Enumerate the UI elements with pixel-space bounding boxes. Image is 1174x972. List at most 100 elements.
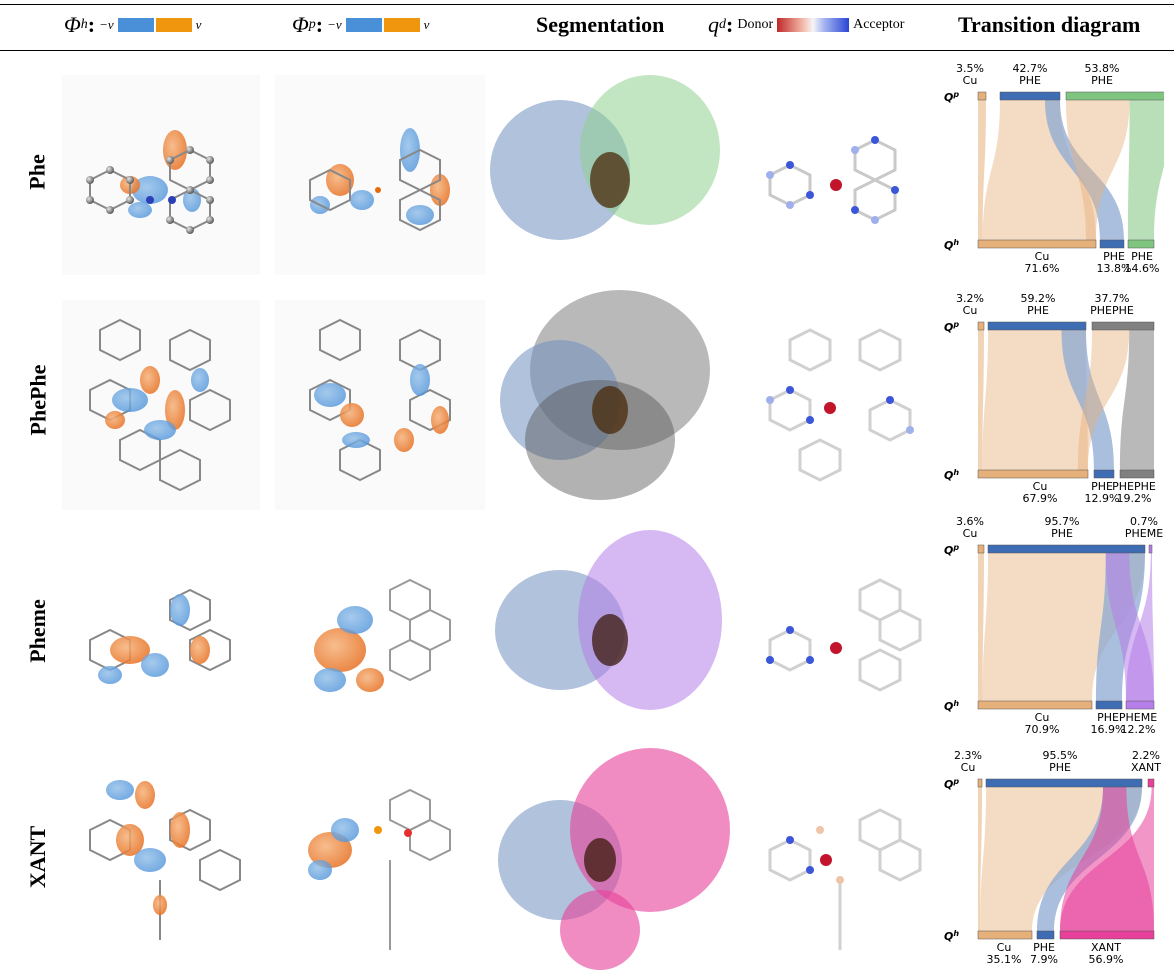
segmentation-pheme bbox=[495, 530, 722, 710]
qp-fragment-2: PHEPHE bbox=[1090, 304, 1134, 317]
qp-bar-0 bbox=[977, 321, 985, 331]
flow-cu-to-cu bbox=[978, 553, 984, 701]
charge-molecule-phephe bbox=[766, 328, 914, 482]
qp-bar-1 bbox=[987, 321, 1087, 331]
charge-molecule-xant bbox=[768, 808, 922, 950]
qd-sup: d bbox=[719, 17, 726, 32]
flow-third-to-cu bbox=[1078, 330, 1130, 470]
qp-percent-2: 0.7% bbox=[1130, 517, 1158, 528]
qp-bar-1 bbox=[999, 91, 1061, 101]
qh-bar-2 bbox=[1127, 239, 1155, 249]
qp-fragment-2: PHE bbox=[1091, 74, 1113, 87]
qh-label: Qh bbox=[944, 468, 959, 482]
qh-label: Qh bbox=[944, 929, 959, 943]
qp-percent-1: 95.5% bbox=[1043, 749, 1078, 762]
phi-h-molecule-phe bbox=[86, 130, 214, 234]
transition-diagram-phephe: QpQh3.2%Cu59.2%PHE37.7%PHEPHECu67.9%PHE1… bbox=[944, 292, 1156, 505]
qp-percent-0: 3.6% bbox=[956, 517, 984, 528]
flow-phe-to-third bbox=[1105, 553, 1154, 701]
phi-p-neg-label: −v bbox=[327, 17, 342, 32]
transition-diagram-xant: QpQh2.3%Cu95.5%PHE2.2%XANTCu35.1%PHE7.9%… bbox=[944, 749, 1161, 966]
qh-fragment-2: PHEPHE bbox=[1112, 480, 1156, 493]
qp-percent-2: 2.2% bbox=[1132, 749, 1160, 762]
qh-percent-2: 14.6% bbox=[1125, 262, 1160, 275]
qh-fragment-1: PHE bbox=[1097, 711, 1119, 724]
qp-bar-1 bbox=[985, 778, 1143, 788]
donor-acceptor-gradient bbox=[777, 18, 850, 32]
qh-bar-2 bbox=[1119, 469, 1155, 479]
qh-bar-0 bbox=[977, 930, 1033, 940]
phi-p-molecule-xant bbox=[308, 788, 451, 950]
flow-phe-to-phe bbox=[1045, 100, 1124, 240]
qd-colon: : bbox=[726, 12, 734, 37]
qh-fragment-2: XANT bbox=[1091, 941, 1121, 954]
top-rule bbox=[0, 4, 1174, 5]
qh-fragment-1: PHE bbox=[1091, 480, 1113, 493]
phi-h-neg-label: −v bbox=[99, 17, 114, 32]
qh-percent-0: 67.9% bbox=[1023, 492, 1058, 505]
qh-percent-1: 16.9% bbox=[1091, 723, 1126, 736]
phi-h-molecule-pheme bbox=[89, 588, 231, 684]
qp-percent-1: 95.7% bbox=[1045, 517, 1080, 528]
qh-bar-0 bbox=[977, 239, 1097, 249]
qh-fragment-2: PHE bbox=[1131, 250, 1153, 263]
qh-label: Qh bbox=[944, 238, 959, 252]
donor-label: Donor bbox=[737, 17, 774, 32]
phi-p-symbol: Φ bbox=[292, 12, 309, 37]
qh-bar-0 bbox=[977, 469, 1089, 479]
qh-percent-1: 7.9% bbox=[1030, 953, 1058, 966]
qp-bar-2 bbox=[1065, 91, 1164, 101]
qp-fragment-0: Cu bbox=[963, 527, 978, 540]
transition-diagram-pheme: QpQh3.6%Cu95.7%PHE0.7%PHEMECu70.9%PHE16.… bbox=[944, 517, 1163, 736]
phi-p-panel-phe bbox=[275, 75, 485, 275]
flow-cu-to-cu bbox=[978, 100, 986, 240]
qh-fragment-0: Cu bbox=[1035, 711, 1050, 724]
qp-percent-1: 42.7% bbox=[1013, 62, 1048, 75]
qp-fragment-2: XANT bbox=[1131, 761, 1161, 774]
phi-h-colon: : bbox=[87, 12, 96, 37]
qh-label: Qh bbox=[944, 699, 959, 713]
phi-p-sub: p bbox=[308, 17, 316, 32]
qh-bar-1 bbox=[1093, 469, 1115, 479]
qp-label: Qp bbox=[944, 777, 959, 791]
segmentation-xant bbox=[498, 748, 730, 970]
segmentation-phephe bbox=[500, 290, 710, 500]
qh-percent-0: 71.6% bbox=[1025, 262, 1060, 275]
phi-p-molecule-phe bbox=[309, 128, 450, 232]
qp-fragment-1: PHE bbox=[1051, 527, 1073, 540]
transition-diagram-phe: QpQh3.5%Cu42.7%PHE53.8%PHECu71.6%PHE13.8… bbox=[944, 62, 1164, 275]
flow-cu-to-cu bbox=[978, 330, 984, 470]
qp-bar-0 bbox=[977, 778, 983, 788]
qh-percent-2: 19.2% bbox=[1117, 492, 1152, 505]
qp-label: Qp bbox=[944, 320, 959, 334]
flow-third-to-third bbox=[1120, 330, 1154, 470]
qp-percent-2: 53.8% bbox=[1085, 62, 1120, 75]
qh-percent-0: 70.9% bbox=[1025, 723, 1060, 736]
qp-percent-0: 3.5% bbox=[956, 62, 984, 75]
flow-phe-to-cu bbox=[982, 100, 1096, 240]
header-transition: Transition diagram bbox=[958, 12, 1141, 37]
qp-bar-2 bbox=[1091, 321, 1155, 331]
flow-third-to-cu bbox=[1066, 100, 1130, 240]
qp-fragment-1: PHE bbox=[1027, 304, 1049, 317]
qp-bar-2 bbox=[1148, 544, 1153, 554]
qh-percent-1: 13.8% bbox=[1097, 262, 1132, 275]
qp-percent-0: 2.3% bbox=[954, 749, 982, 762]
qh-percent-1: 12.9% bbox=[1085, 492, 1120, 505]
phi-p-molecule-pheme bbox=[314, 578, 451, 692]
qh-percent-2: 12.2% bbox=[1121, 723, 1156, 736]
phase-positive-swatch bbox=[383, 18, 420, 32]
phi-p-panel-phephe bbox=[275, 300, 485, 510]
qh-bar-1 bbox=[1095, 700, 1123, 710]
phi-p-molecule-phephe bbox=[309, 318, 451, 482]
qh-bar-1 bbox=[1099, 239, 1125, 249]
qp-percent-2: 37.7% bbox=[1095, 292, 1130, 305]
qp-fragment-0: Cu bbox=[963, 74, 978, 87]
qp-bar-2 bbox=[1147, 778, 1155, 788]
qh-bar-1 bbox=[1036, 930, 1055, 940]
qp-percent-0: 3.2% bbox=[956, 292, 984, 305]
phi-p-pos-label: v bbox=[423, 17, 430, 32]
acceptor-label: Acceptor bbox=[853, 17, 905, 32]
